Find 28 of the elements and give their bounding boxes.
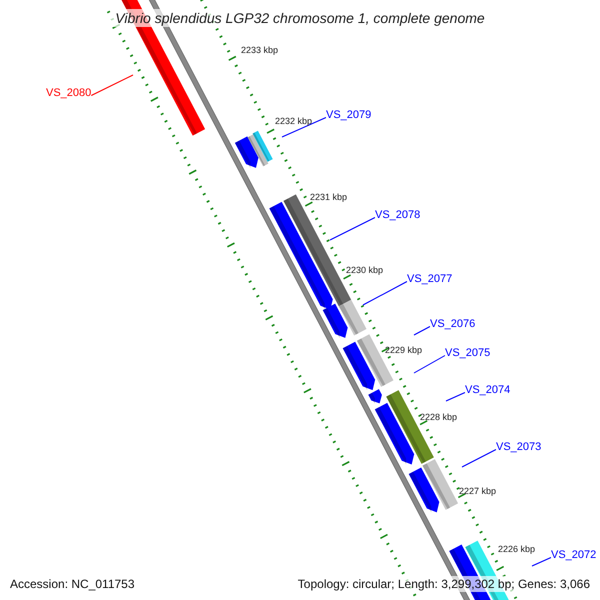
scale-label: 2227 kbp <box>459 486 496 496</box>
gene-label: VS_2073 <box>496 441 542 454</box>
genome-info-text: Topology: circular; Length: 3,299,302 bp; Genes: 3,066 <box>296 576 592 592</box>
gene-label: VS_2074 <box>465 384 510 397</box>
gene-label: VS_2080 <box>46 87 92 100</box>
scale-label: 2230 kbp <box>346 265 384 275</box>
gene-label: VS_2076 <box>430 318 476 331</box>
scale-label: 2231 kbp <box>310 192 348 202</box>
leader-line <box>446 392 466 402</box>
leader-line <box>362 281 408 306</box>
scale-label: 2226 kbp <box>498 544 536 554</box>
leader-line <box>90 74 134 96</box>
leader-line <box>462 449 496 468</box>
gene-label: VS_2075 <box>445 347 490 360</box>
scale-label: 2229 kbp <box>385 345 422 355</box>
gene-label: VS_2077 <box>407 273 452 286</box>
leader-line <box>330 217 376 240</box>
leader-line <box>414 326 430 336</box>
gene-label: VS_2079 <box>326 109 372 122</box>
leader-line <box>532 557 552 566</box>
gene-label: VS_2078 <box>375 209 420 222</box>
leader-line <box>414 355 446 374</box>
scale-label: 2228 kbp <box>420 412 458 422</box>
scale-label: 2232 kbp <box>275 116 312 126</box>
accession-text: Accession: NC_011753 <box>8 576 137 592</box>
gene-label: VS_2072 <box>551 549 596 562</box>
leader-line <box>282 117 326 138</box>
scale-label: 2233 kbp <box>241 45 278 55</box>
